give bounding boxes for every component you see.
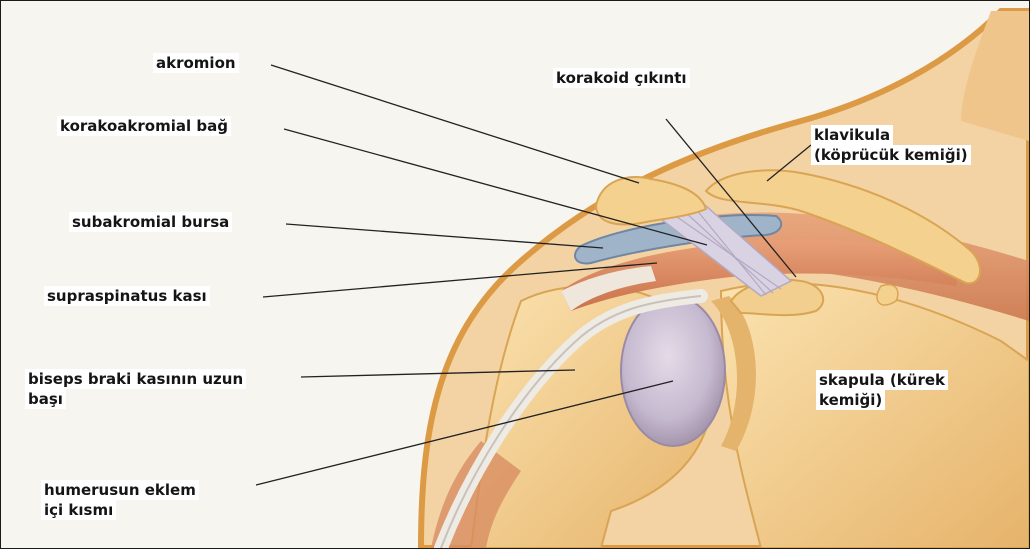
label-korakoakromial-bag: korakoakromial bağ: [57, 116, 231, 136]
label-biseps-line1: biseps braki kasının uzun: [25, 369, 246, 389]
label-skapula-line1: skapula (kürek: [816, 370, 948, 390]
neck: [961, 11, 1029, 141]
clavicle-end: [877, 285, 898, 305]
label-akromion: akromion: [153, 53, 239, 73]
label-klavikula-line1: klavikula: [811, 125, 893, 145]
humeral-head-cartilage: [621, 296, 725, 446]
label-subakromial-bursa: subakromial bursa: [69, 212, 232, 232]
label-supraspinatus-kasi: supraspinatus kası: [44, 286, 210, 306]
label-skapula-line2: kemiği): [816, 390, 885, 410]
label-biseps-line2: başı: [25, 389, 66, 409]
label-humerus-line2: içi kısmı: [41, 500, 116, 520]
label-korakoid-cikinti: korakoid çıkıntı: [553, 68, 690, 88]
label-klavikula-line2: (köprücük kemiği): [811, 145, 971, 165]
label-humerus-line1: humerusun eklem: [41, 480, 199, 500]
